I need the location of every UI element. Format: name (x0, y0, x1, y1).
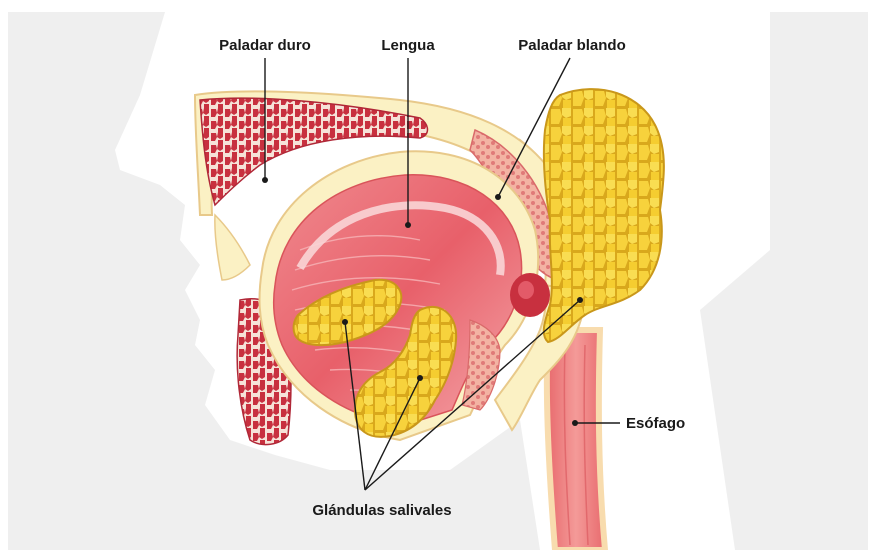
leader-dot-hard-palate (262, 177, 268, 183)
label-soft-palate: Paladar blando (518, 37, 626, 54)
label-tongue: Lengua (381, 37, 435, 54)
label-esophagus: Esófago (626, 415, 685, 432)
leader-dot-gland-3 (577, 297, 583, 303)
label-hard-palate: Paladar duro (219, 37, 311, 54)
label-salivary-glands: Glándulas salivales (312, 502, 451, 519)
leader-dot-gland-2 (417, 375, 423, 381)
leader-dot-esophagus (572, 420, 578, 426)
leader-dot-soft-palate (495, 194, 501, 200)
leader-dot-gland-1 (342, 319, 348, 325)
leader-dot-tongue (405, 222, 411, 228)
